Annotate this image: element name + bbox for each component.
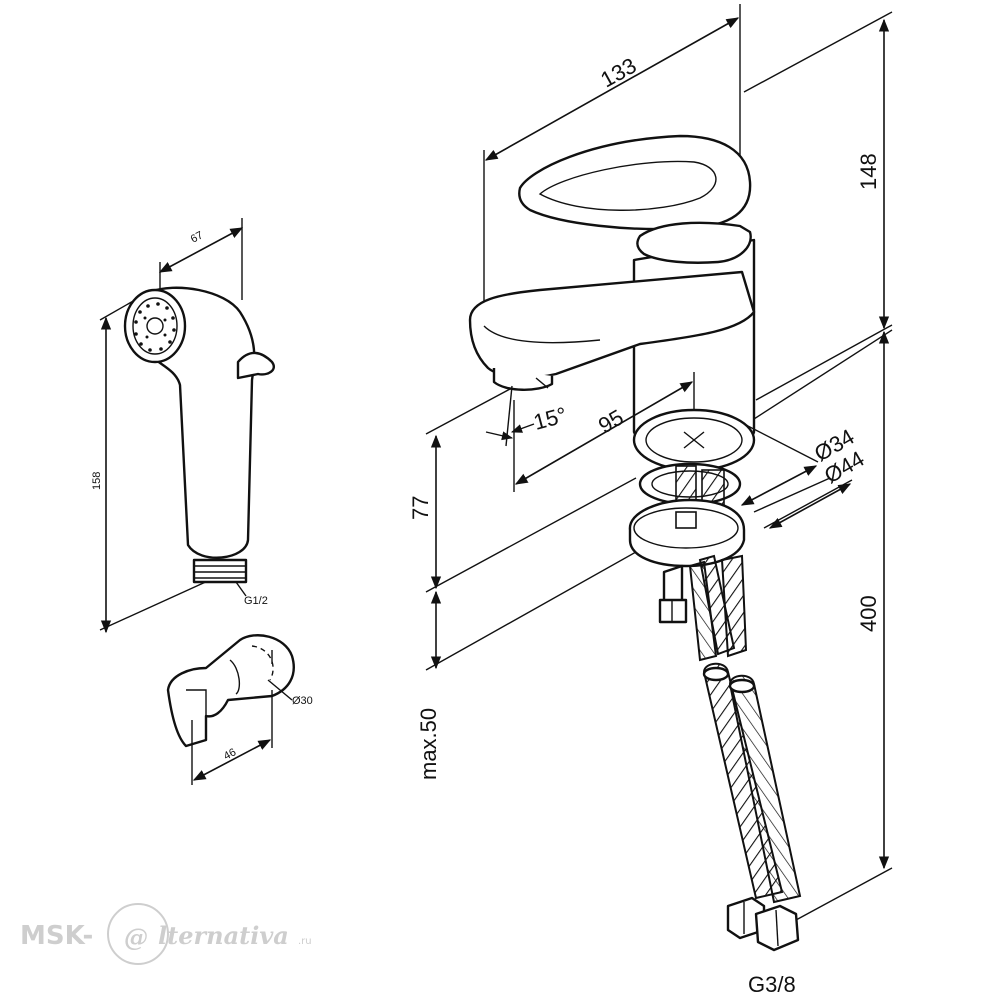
dim-spout-reach: 95: [594, 404, 628, 438]
dim-handshower-thread: G1/2: [244, 595, 268, 607]
watermark-suffix: .ru: [298, 936, 312, 947]
dim-spout-angle: 15°: [531, 402, 570, 435]
dim-holder-diameter: Ø30: [292, 695, 313, 707]
watermark-logo: MSK- @ lternativa .ru: [20, 903, 312, 965]
hand-shower: 67 158 G1/2: [91, 218, 275, 634]
dim-handshower-width: 67: [189, 229, 205, 245]
shower-holder: Ø30 46: [166, 634, 313, 785]
dim-holder-width: 46: [222, 746, 238, 762]
watermark-at: @: [124, 923, 148, 952]
dim-max-thickness: max.50: [416, 708, 441, 780]
dim-hose-thread: G3/8: [748, 972, 796, 997]
dim-hose-length: 400: [856, 595, 881, 632]
watermark-right: lternativa: [158, 921, 289, 950]
dim-spout-length: 133: [596, 53, 640, 93]
mixer-faucet: 133 148 400 15° 95 77: [408, 4, 893, 997]
watermark-left: MSK-: [20, 921, 93, 951]
dim-spout-clearance: 77: [408, 496, 433, 520]
dim-handshower-length: 158: [91, 472, 103, 490]
dim-faucet-height: 148: [856, 153, 881, 190]
spray-face-icon: [134, 302, 176, 352]
